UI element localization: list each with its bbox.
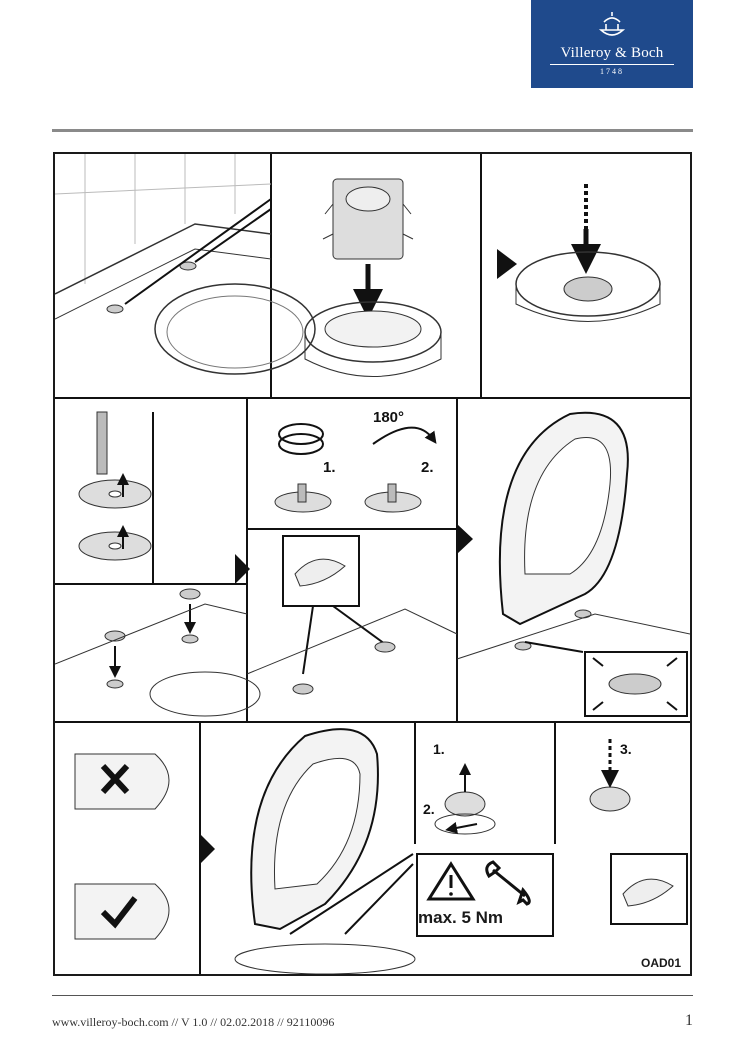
warning-icon [426, 861, 476, 901]
page-number: 1 [685, 1012, 693, 1029]
brand-emblem-icon [598, 12, 626, 36]
wrench-icon [485, 860, 531, 906]
panel-seat [456, 411, 690, 717]
brand-name: Villeroy & Boch [560, 45, 664, 61]
panel-holes [55, 154, 316, 375]
panel-washers [55, 411, 261, 717]
footer-rule [52, 995, 693, 996]
panel-press [497, 184, 661, 322]
torque-limit: max. 5 Nm [418, 908, 504, 927]
panel-lock: 1. 2. 3. [423, 739, 688, 925]
brand-year: 1748 [600, 67, 624, 76]
assembly-diagram: 180° 1. 2. [55, 154, 690, 974]
step-slide-label: 2. [423, 801, 435, 817]
wrong-example [74, 753, 170, 810]
panel-seat-final [200, 728, 416, 974]
brand-logo: Villeroy & Boch 1748 [531, 0, 693, 88]
footer-text: www.villeroy-boch.com // V 1.0 // 02.02.… [52, 1015, 335, 1029]
figure-code: OAD01 [641, 956, 682, 970]
panel-rotate: 180° 1. 2. [235, 409, 458, 695]
step-angle: 180° [373, 409, 404, 426]
step-lift-label: 1. [433, 741, 445, 757]
cross-icon [100, 763, 130, 795]
step-rotate-label: 1. [323, 459, 336, 476]
header-rule [52, 129, 693, 132]
instruction-illustration: 180° 1. 2. [53, 152, 692, 976]
panel-check [74, 753, 170, 940]
step-press-label: 3. [620, 741, 632, 757]
step-turn-label: 2. [421, 459, 434, 476]
torque-box [416, 853, 554, 937]
check-icon [100, 896, 138, 929]
panel-insert [304, 178, 442, 377]
brand-divider [550, 64, 674, 65]
